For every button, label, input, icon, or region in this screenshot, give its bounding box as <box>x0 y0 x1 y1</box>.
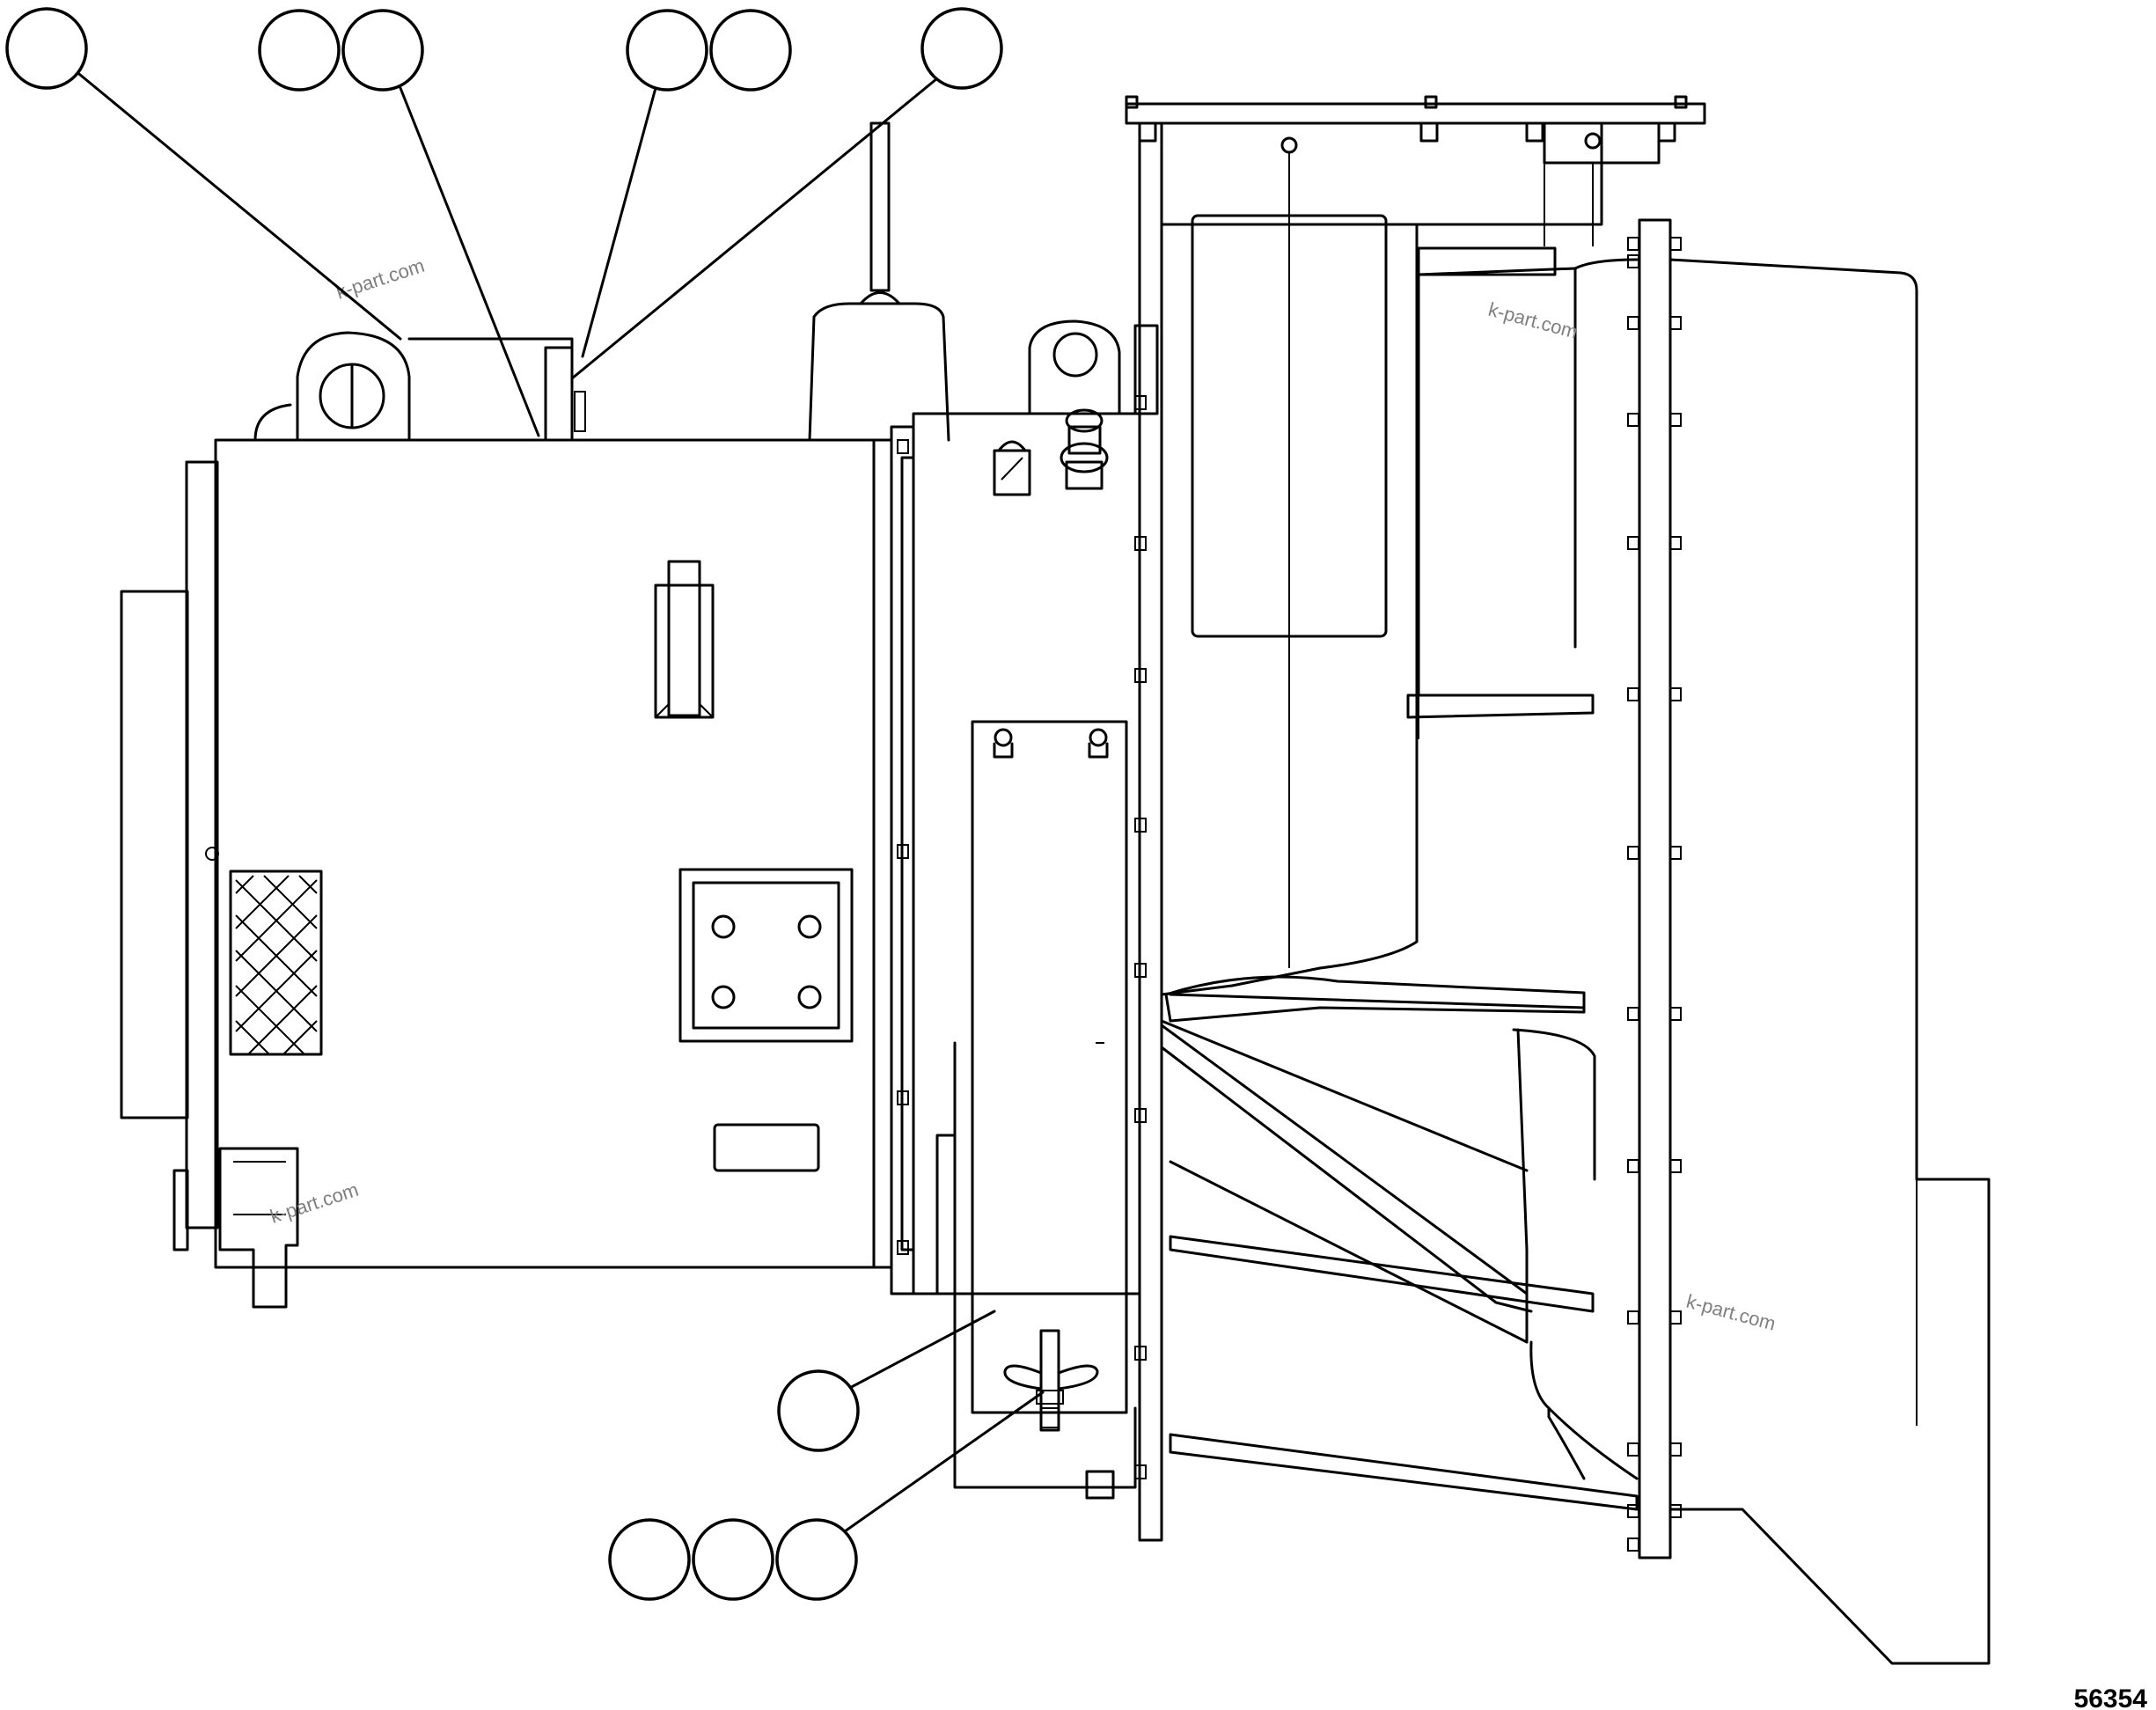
flow-vane-upper <box>1406 694 1595 719</box>
callout-bubble[interactable] <box>608 1518 691 1601</box>
filler-assembly <box>808 121 950 442</box>
body-side-plate <box>185 460 219 1229</box>
panel-bolt <box>711 914 736 939</box>
filler-cap <box>808 302 950 442</box>
dipstick <box>869 121 891 292</box>
panel-bolt <box>797 914 822 939</box>
vent-grille <box>229 870 323 1056</box>
callout-bubble[interactable] <box>258 9 341 92</box>
figure-number: 56354 <box>2074 1684 2148 1710</box>
middle-housing <box>912 412 1141 1295</box>
drain-plug <box>1085 1470 1115 1500</box>
flange-bolts <box>1627 237 1682 1552</box>
top-box <box>1160 121 1603 226</box>
tie-rod <box>1169 1433 1639 1511</box>
clamp-bracket <box>218 1147 299 1309</box>
rear-block <box>120 590 189 1119</box>
leader-line <box>570 73 943 380</box>
callout-bubble[interactable] <box>709 9 792 92</box>
top-bracket <box>544 346 574 442</box>
watermark: k-part.com <box>268 1178 362 1228</box>
leader-line <box>581 86 657 358</box>
lifting-eye <box>296 331 411 442</box>
flow-vane-middle <box>1164 975 1586 1023</box>
flow-vane-lower <box>1169 1235 1595 1313</box>
latch <box>1039 1329 1060 1432</box>
watermark: k-part.com <box>1486 298 1580 343</box>
callout-bubble[interactable] <box>5 7 88 90</box>
leader-line <box>843 1310 996 1392</box>
leader-line <box>73 69 402 341</box>
panel-bolt <box>711 985 736 1009</box>
main-housing <box>214 438 876 1269</box>
housing-pin <box>205 847 219 861</box>
latch-loop-right <box>1057 1364 1099 1391</box>
callout-bubble[interactable] <box>777 1369 860 1452</box>
latch-loop-left <box>1003 1364 1043 1391</box>
vent-plug <box>1065 408 1104 433</box>
callouts <box>5 7 1003 1601</box>
housing-flange <box>872 438 893 1269</box>
panel-bolt <box>797 985 822 1009</box>
lifting-eye-2-hole <box>1052 332 1098 378</box>
housing-left-assembly <box>120 331 915 1309</box>
cover-plate <box>971 720 1128 1414</box>
name-plate <box>713 1123 820 1172</box>
leader-line <box>399 86 540 437</box>
grille-mesh <box>235 875 318 1054</box>
callout-bubble[interactable] <box>341 9 424 92</box>
outer-casing <box>1668 258 1991 1665</box>
callout-bubble[interactable] <box>775 1518 858 1601</box>
callout-bubble[interactable] <box>692 1518 774 1601</box>
inspection-window <box>1191 214 1388 638</box>
callout-bubble[interactable] <box>626 9 708 92</box>
leader-line <box>843 1391 1045 1533</box>
breather <box>993 449 1031 496</box>
handle-recess <box>654 583 715 719</box>
clamp-bolt <box>172 1169 189 1251</box>
watermark: k-part.com <box>1684 1290 1778 1335</box>
handle <box>667 560 701 717</box>
top-cover <box>407 337 574 442</box>
impeller-housing <box>1125 95 1991 1665</box>
top-flange <box>1125 102 1706 125</box>
lifting-eye-2 <box>1028 319 1121 414</box>
middle-section <box>897 319 1159 1500</box>
access-panel <box>678 868 854 1043</box>
callout-bubble[interactable] <box>920 7 1003 90</box>
leader-lines <box>73 69 1045 1533</box>
right-flange <box>1638 218 1672 1560</box>
